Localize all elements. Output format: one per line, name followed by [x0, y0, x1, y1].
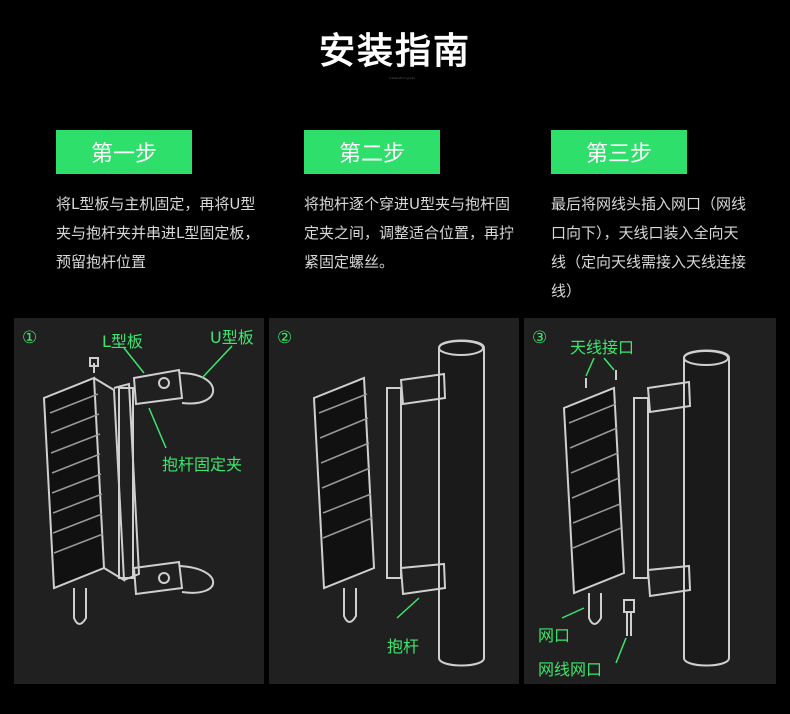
- label-l-plate: L型板: [102, 332, 143, 351]
- label-network-cable-port: 网线网口: [538, 660, 603, 679]
- step-3-text: 最后将网线头插入网口（网线口向下），天线口装入全向天线（定向天线需接入天线连接线…: [551, 195, 747, 300]
- illustration-panel-2: ② 抱杆: [269, 318, 519, 684]
- step-1-badge: 第一步: [56, 130, 192, 174]
- label-pole-clamp: 抱杆固定夹: [162, 455, 243, 474]
- label-antenna-port: 天线接口: [570, 338, 635, 357]
- page-title: 安装指南: [318, 31, 471, 72]
- label-network-port: 网口: [538, 626, 571, 645]
- label-pole: 抱杆: [387, 637, 420, 656]
- device-drawing-2: [312, 339, 485, 667]
- page-subtitle: Installation guide: [389, 76, 415, 80]
- step-2-text: 将抱杆逐个穿进U型夹与抱杆固定夹之间，调整适合位置，再拧紧固定螺丝。: [304, 195, 515, 271]
- panel-1-number: ①: [22, 328, 38, 348]
- device-drawing-1: [42, 345, 233, 625]
- illustration-panel-1: ① L型板 U型板 抱杆固定夹: [14, 318, 264, 684]
- step-3-badge: 第三步: [551, 130, 687, 174]
- step-1-text: 将L型板与主机固定，再将U型夹与抱杆夹并串进L型固定板，预留抱杆位置: [56, 195, 260, 271]
- illustration-panel-3: ③ 天线接口 网口 网线网口: [524, 318, 776, 684]
- device-drawing-3: [561, 349, 730, 667]
- label-u-plate: U型板: [210, 328, 254, 347]
- panel-2-number: ②: [277, 328, 293, 348]
- panel-3-number: ③: [532, 328, 548, 348]
- step-2-badge: 第二步: [304, 130, 440, 174]
